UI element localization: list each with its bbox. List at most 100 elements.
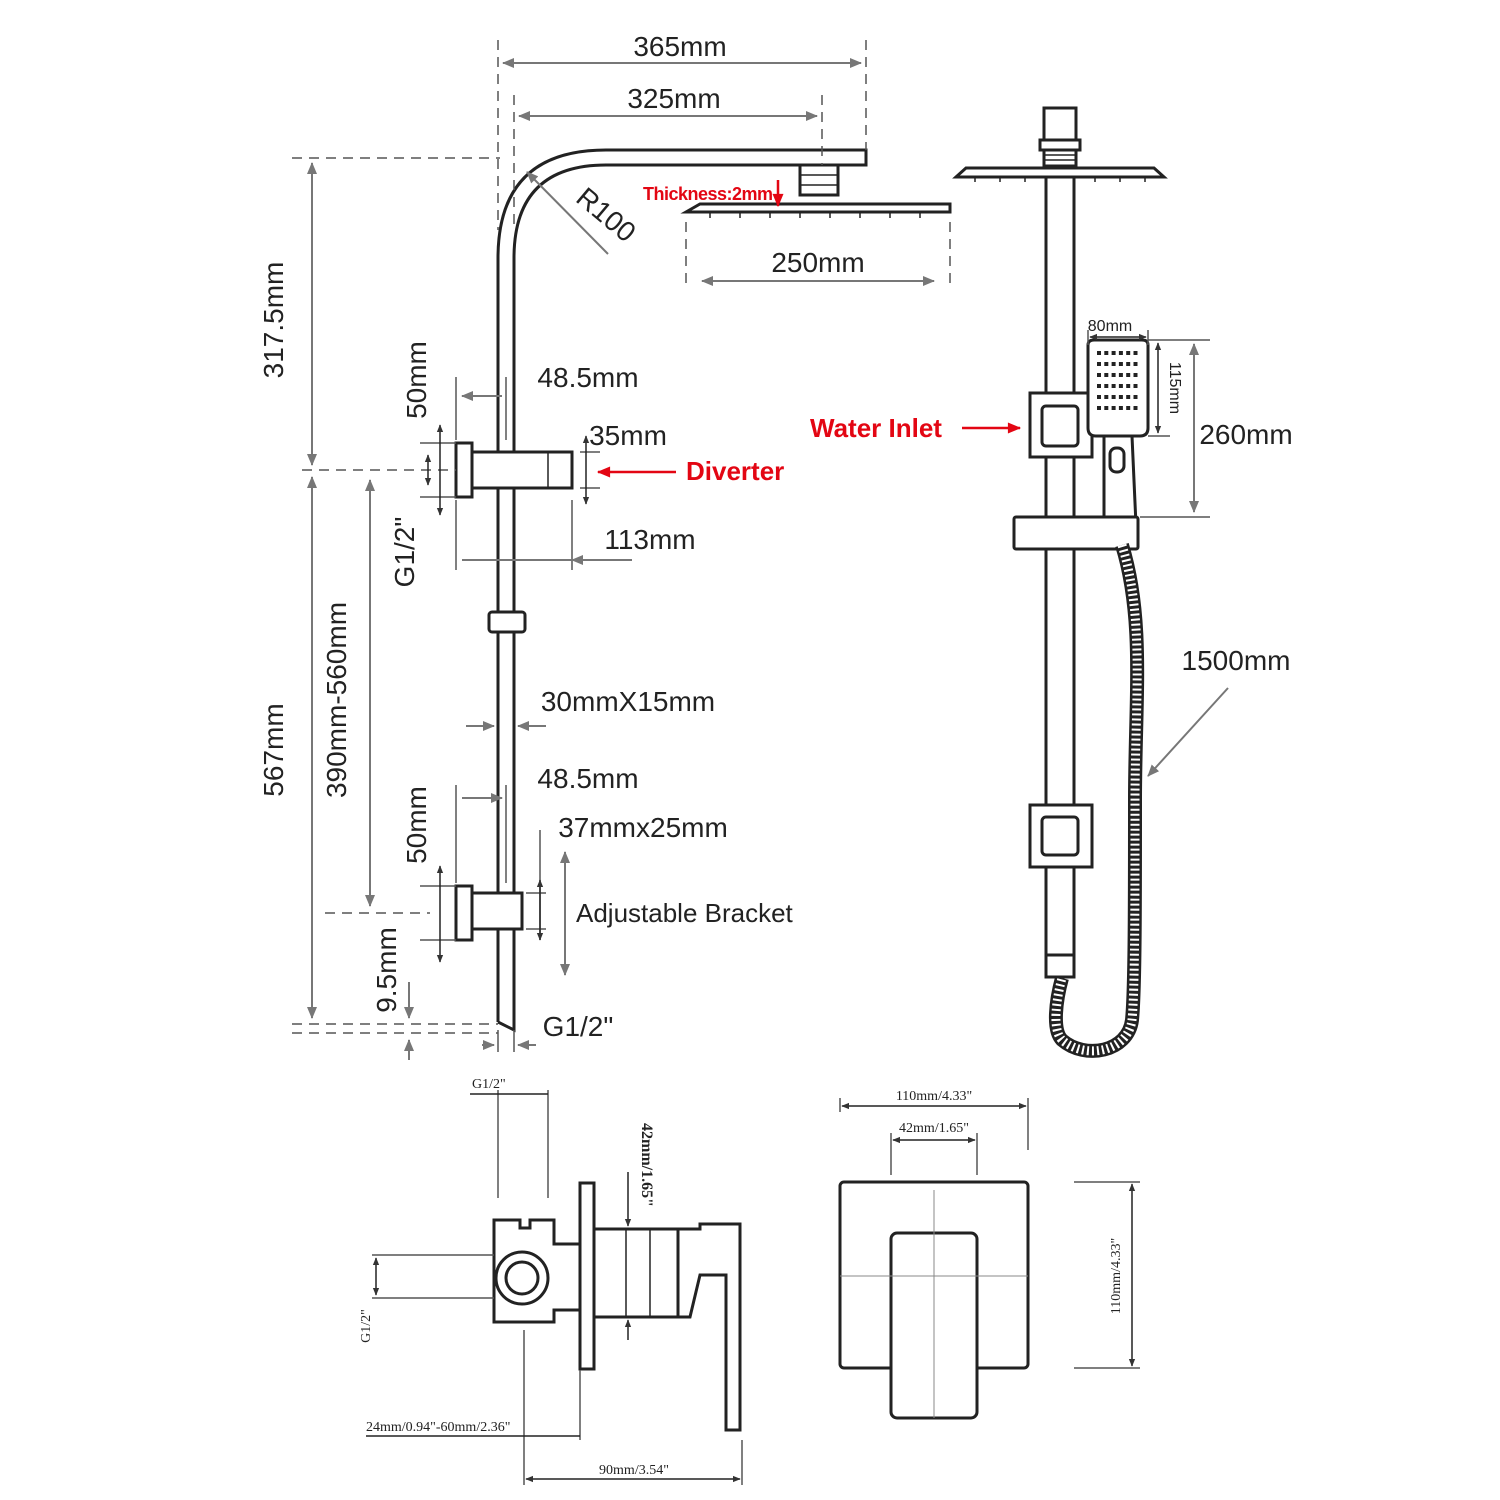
nozzle — [1133, 351, 1138, 355]
label-250: 250mm — [771, 247, 864, 278]
front-head-connector — [1042, 106, 1078, 142]
nozzle — [1104, 351, 1109, 355]
shower-riser-front-view — [952, 106, 1168, 1058]
nozzle — [1133, 406, 1138, 410]
nozzle — [1133, 373, 1138, 377]
valve-front-labels: 110mm/4.33" 42mm/1.65" 110mm/4.33" — [896, 1089, 1124, 1314]
shower-riser-side-view — [454, 148, 952, 1033]
label-390-560: 390mm-560mm — [321, 602, 352, 798]
nozzle — [1118, 362, 1123, 366]
label-1500: 1500mm — [1182, 645, 1291, 676]
label-567: 567mm — [258, 703, 289, 796]
label-g12-bottom: G1/2" — [543, 1011, 614, 1042]
nozzle — [1097, 362, 1101, 366]
label-37x25: 37mmx25mm — [558, 812, 728, 843]
nozzle — [1097, 351, 1101, 355]
valve-side-dimensions — [366, 1090, 743, 1485]
label-thickness: Thickness:2mm — [643, 184, 773, 204]
label-48-5-top: 48.5mm — [537, 362, 638, 393]
nozzle — [1097, 406, 1101, 410]
nozzle — [1111, 351, 1116, 355]
mixer-valve-side-view — [492, 1181, 742, 1432]
label-valve-g12-top: G1/2" — [472, 1077, 506, 1092]
label-valve-g12-side: G1/2" — [359, 1309, 374, 1343]
nozzle — [1104, 406, 1109, 410]
hand-shower-button — [1108, 446, 1126, 474]
rail-clip — [487, 610, 527, 634]
top-bracket-plate — [454, 441, 474, 499]
nozzle — [1126, 362, 1131, 366]
label-valve-90: 90mm/3.54" — [599, 1463, 669, 1478]
dim-radius-leader — [526, 171, 609, 255]
nozzle — [1104, 362, 1109, 366]
label-plate-110-h: 110mm/4.33" — [1109, 1238, 1124, 1314]
label-80: 80mm — [1088, 318, 1132, 335]
bottom-bracket-plate — [454, 884, 474, 942]
label-48-5-bottom: 48.5mm — [537, 763, 638, 794]
front-slider-bracket — [1012, 515, 1140, 551]
nozzle — [1104, 384, 1109, 388]
label-plate-42: 42mm/1.65" — [899, 1121, 969, 1136]
hand-shower-head — [1086, 338, 1150, 438]
nozzle — [1118, 384, 1123, 388]
head-connector — [798, 163, 840, 197]
label-diverter: Diverter — [686, 456, 784, 486]
label-adjustable-bracket: Adjustable Bracket — [576, 898, 794, 928]
valve-wall-plate — [578, 1181, 596, 1371]
nozzle — [1133, 362, 1138, 366]
nozzle — [1133, 384, 1138, 388]
nozzle — [1111, 384, 1116, 388]
nozzle — [1104, 373, 1109, 377]
nozzle — [1118, 351, 1123, 355]
nozzle — [1126, 351, 1131, 355]
label-115: 115mm — [1166, 362, 1183, 414]
label-30x15: 30mmX15mm — [541, 686, 715, 717]
label-valve-depth: 24mm/0.94"-60mm/2.36" — [366, 1420, 510, 1435]
nozzle — [1097, 395, 1101, 399]
overhead-shower-head — [680, 202, 952, 214]
label-r100: R100 — [571, 181, 642, 248]
hose-leader — [1147, 687, 1229, 777]
nozzle — [1097, 373, 1101, 377]
diverter-body — [470, 450, 574, 490]
nozzle — [1126, 395, 1131, 399]
nozzle — [1126, 384, 1131, 388]
nozzle — [1104, 395, 1109, 399]
valve-side-labels: G1/2" 42mm/1.65" G1/2" 24mm/0.94"-60mm/2… — [359, 1077, 669, 1478]
label-317-5: 317.5mm — [258, 262, 289, 379]
valve-inlet-inner — [504, 1260, 540, 1296]
valve-lever — [676, 1222, 742, 1432]
label-50-top: 50mm — [401, 341, 432, 419]
nozzle — [1111, 395, 1116, 399]
valve-front-dimensions — [839, 1098, 1140, 1369]
nozzle — [1118, 395, 1123, 399]
label-325: 325mm — [627, 83, 720, 114]
label-365: 365mm — [633, 31, 726, 62]
label-35: 35mm — [589, 420, 667, 451]
riser-labels: 365mm 325mm R100 Thickness:2mm 250mm 317… — [258, 31, 865, 1042]
nozzle — [1111, 362, 1116, 366]
nozzle — [1111, 406, 1116, 410]
nozzle — [1097, 384, 1101, 388]
nozzle — [1126, 373, 1131, 377]
label-plate-110-w: 110mm/4.33" — [896, 1089, 972, 1104]
label-g12-top: G1/2" — [389, 517, 420, 588]
label-valve-42: 42mm/1.65" — [638, 1123, 655, 1207]
overhead-nozzles — [709, 212, 921, 218]
adjustable-bracket — [470, 891, 524, 931]
nozzle — [1118, 406, 1123, 410]
label-260: 260mm — [1199, 419, 1292, 450]
label-50-bottom: 50mm — [401, 786, 432, 864]
riser-thread-end — [497, 1020, 516, 1033]
nozzle — [1133, 395, 1138, 399]
riser-dimensions — [292, 40, 951, 1060]
red-callouts — [596, 180, 1022, 478]
front-dimensions — [1087, 330, 1229, 777]
label-water-inlet: Water Inlet — [810, 413, 942, 443]
valve-cartridge — [592, 1227, 680, 1319]
hand-shower-nozzles — [1097, 351, 1138, 410]
nozzle — [1126, 406, 1131, 410]
nozzle — [1118, 373, 1123, 377]
